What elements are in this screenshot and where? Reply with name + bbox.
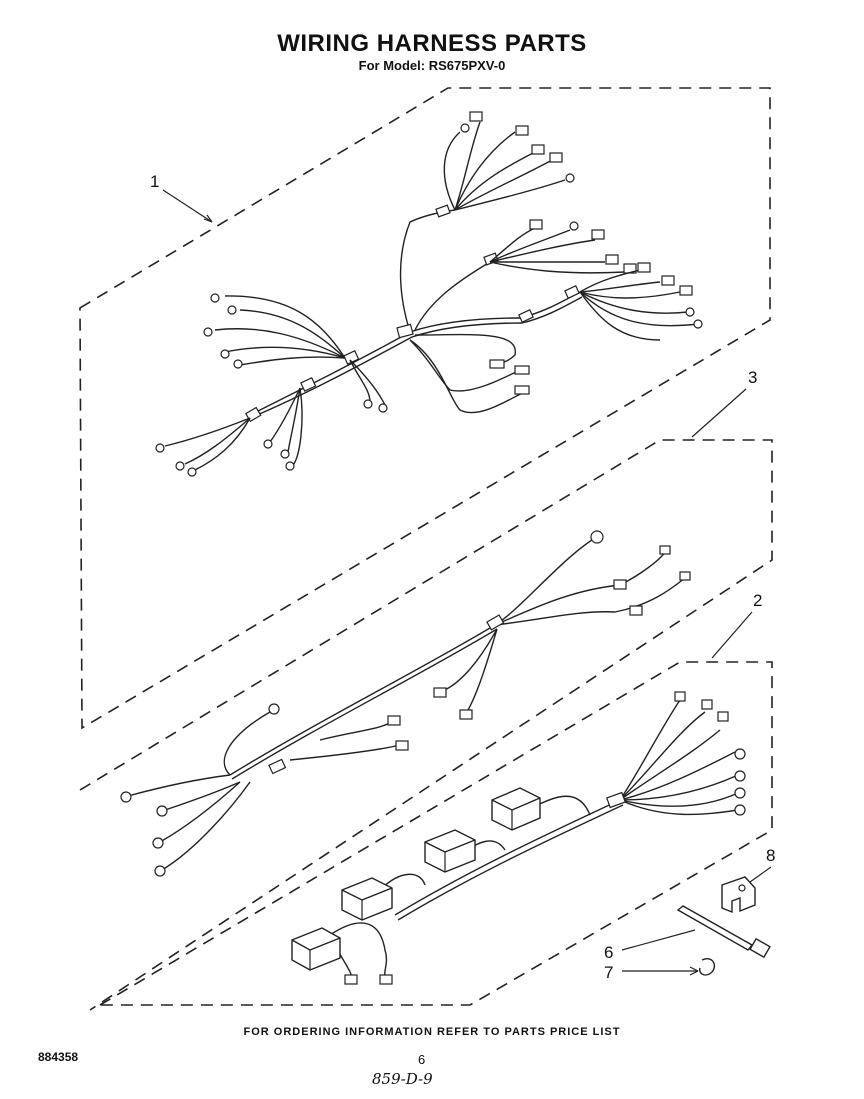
callout-7: 7 [604,963,613,982]
part-7-hook [699,958,716,976]
callout-2: 2 [753,591,762,610]
model-subtitle: For Model: RS675PXV-0 [358,58,506,73]
document-number: 884358 [38,1050,79,1064]
connector-block [424,829,476,873]
ordering-note: FOR ORDERING INFORMATION REFER TO PARTS … [243,1026,621,1038]
page-number: 6 [418,1052,426,1067]
callout-1: 1 [150,172,159,191]
part-8-clip [721,876,756,914]
part-2-boundary [97,661,773,1006]
callout-3: 3 [748,368,757,387]
connector-block [291,927,341,971]
handwritten-note: 859-D-9 [372,1070,433,1088]
part-6-cable-tie [676,905,771,959]
part-3-harness [120,530,691,877]
connector-block [491,787,541,831]
callout-8: 8 [766,846,775,865]
callout-6: 6 [604,943,613,962]
part-1-boundary [79,87,771,730]
part-2-harness [291,691,746,985]
connector-block [341,877,393,921]
part-3-boundary [79,439,773,1011]
page-title: WIRING HARNESS PARTS [277,30,587,57]
part-1-harness [155,111,703,477]
